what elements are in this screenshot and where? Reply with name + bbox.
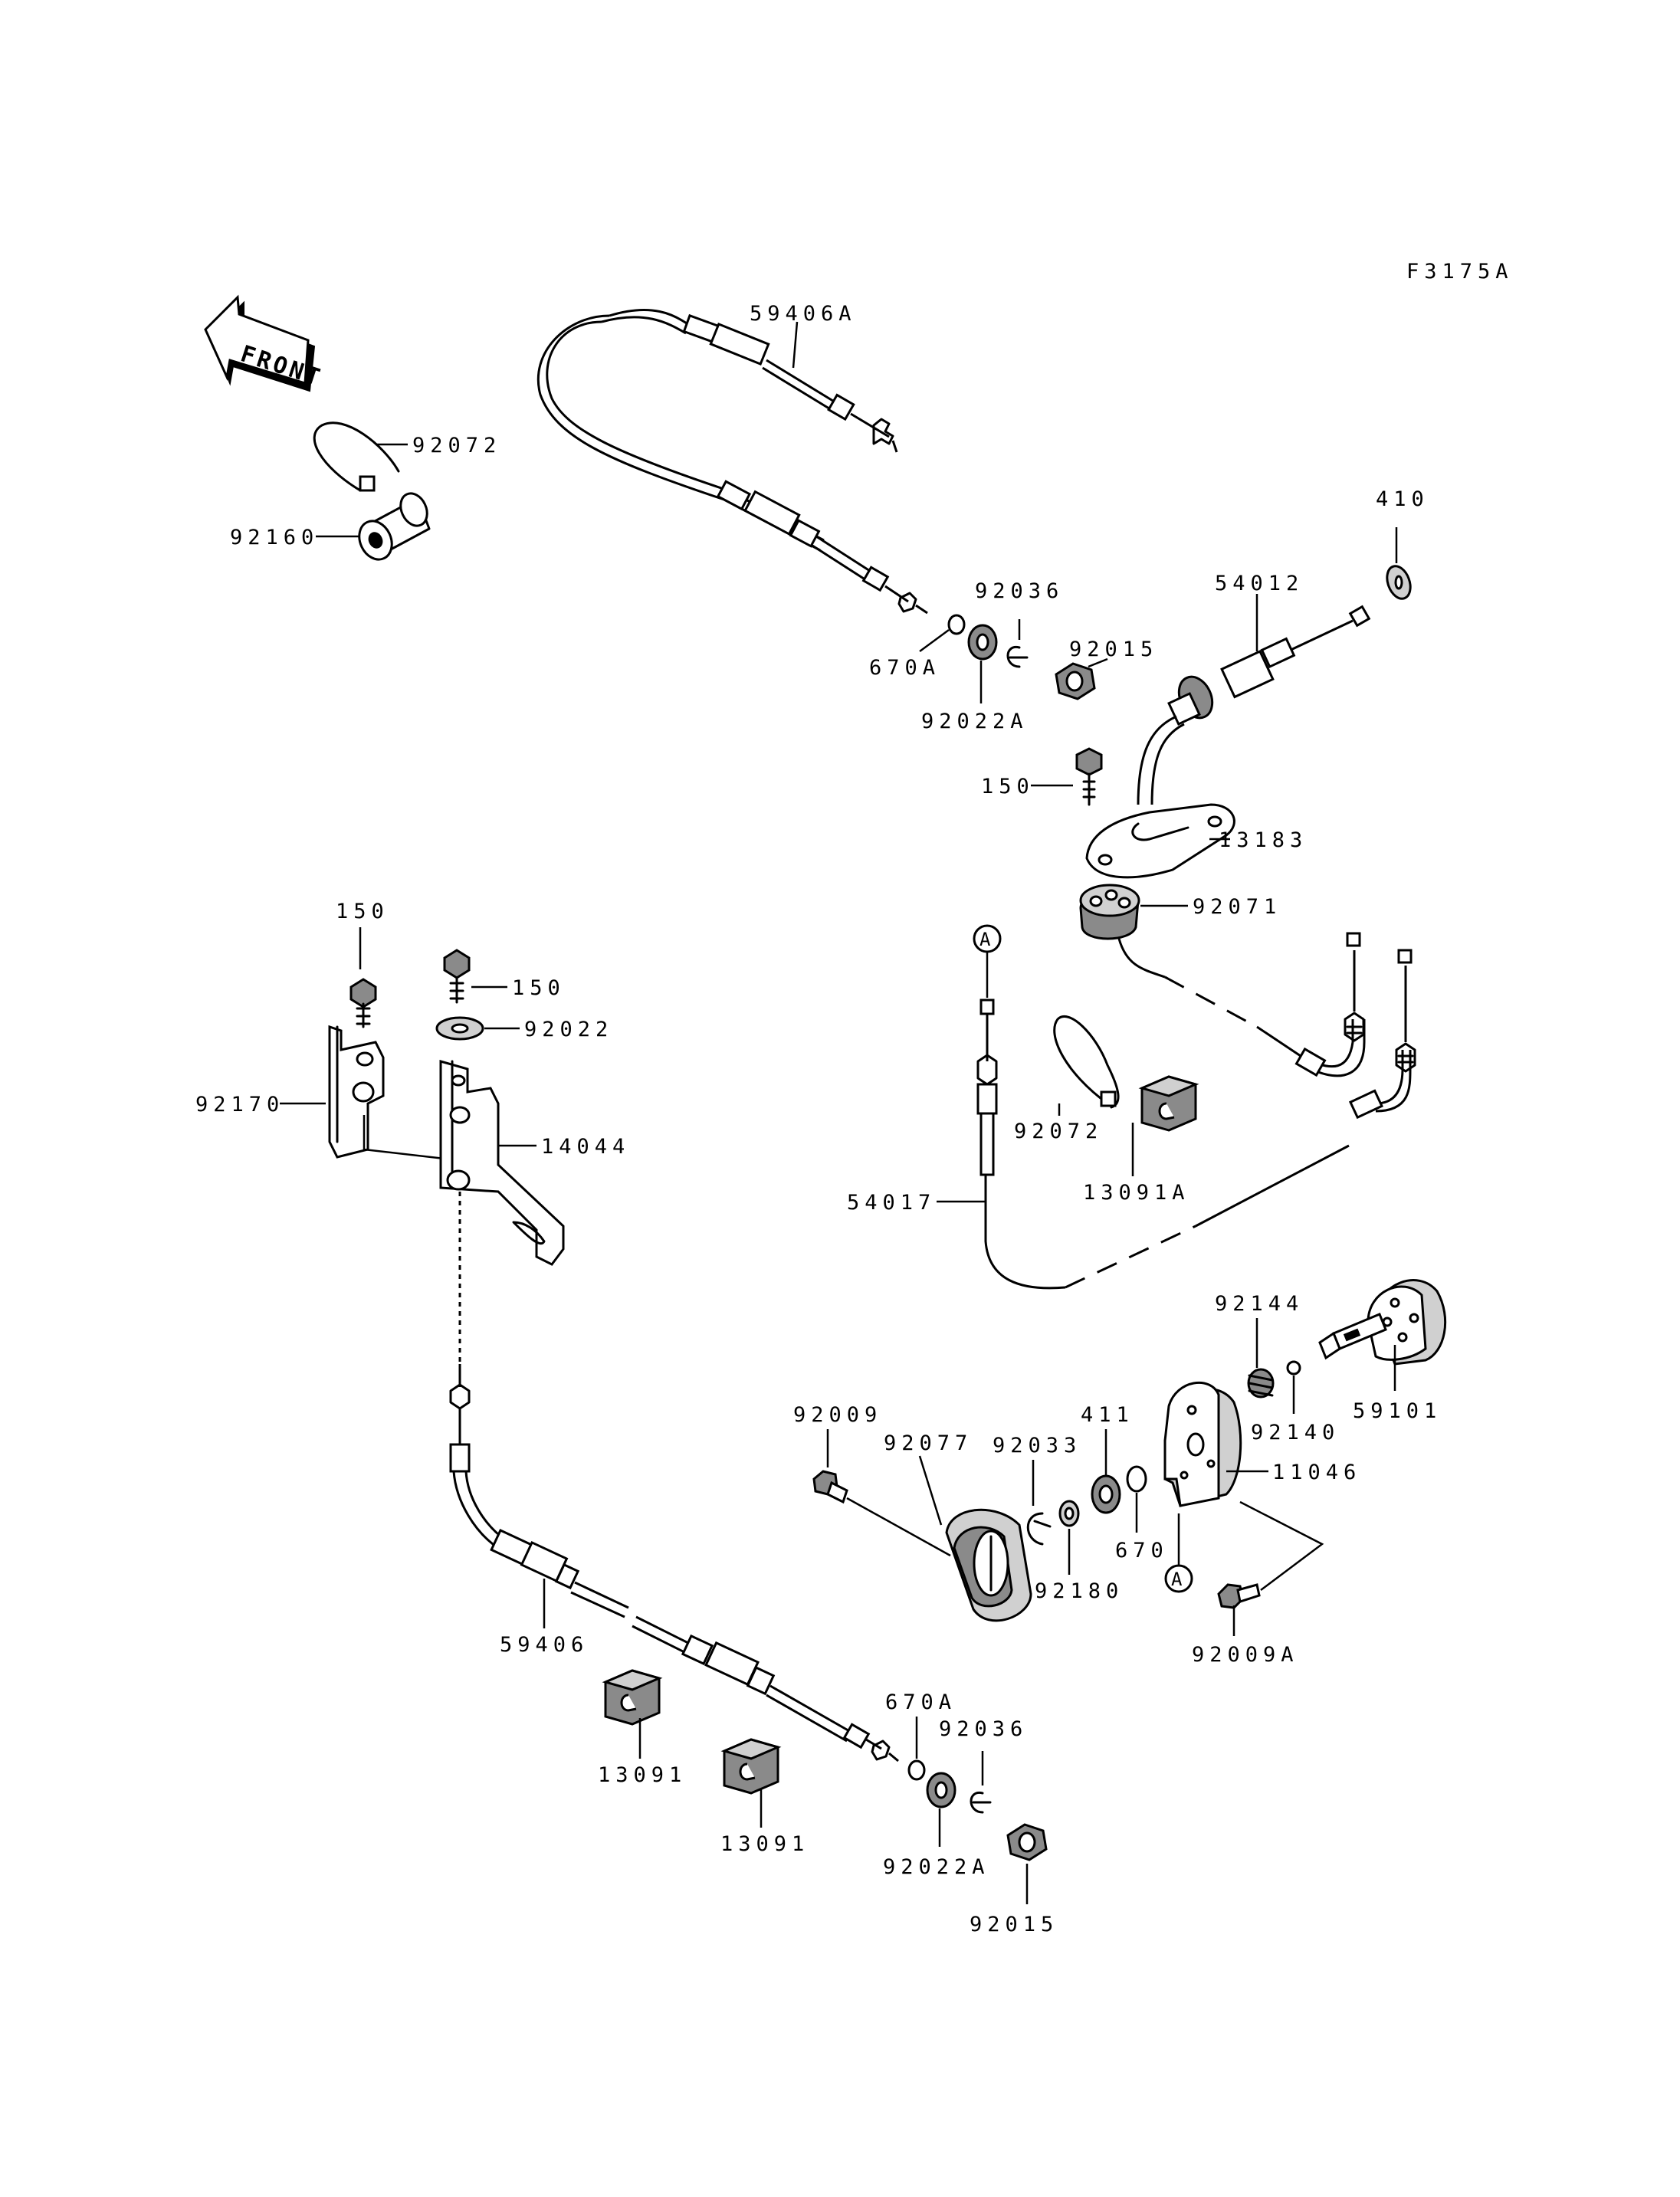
callout-150-upper: 150 xyxy=(981,775,1035,798)
holder-11046 xyxy=(1163,1382,1242,1507)
reference-A-lower-label: A xyxy=(1171,1569,1183,1590)
callout-92072-upper: 92072 xyxy=(412,434,501,457)
bolt-92009 xyxy=(812,1470,848,1504)
band-tie-92072-upper xyxy=(313,421,400,492)
clamp-13091-right xyxy=(720,1738,782,1795)
bolt-150-upper xyxy=(1075,747,1103,806)
knob-92077 xyxy=(945,1508,1032,1622)
callout-92022A-upper: 92022A xyxy=(921,710,1029,733)
throttle-cable-59406 xyxy=(449,1364,899,1763)
cable-54017 xyxy=(976,998,1350,1290)
callout-670: 670 xyxy=(1115,1539,1169,1562)
washer-92180 xyxy=(1058,1500,1080,1527)
callout-92144: 92144 xyxy=(1215,1292,1304,1316)
reference-A-lower: A xyxy=(1164,1564,1193,1593)
ball-92140 xyxy=(1286,1360,1301,1376)
bracket-92170 xyxy=(328,1025,385,1159)
spring-92144 xyxy=(1247,1368,1275,1399)
choke-cable-ends xyxy=(1117,932,1416,1120)
callout-13183: 13183 xyxy=(1219,828,1308,852)
band-tie-92072-lower xyxy=(1053,1015,1120,1109)
grommet-92160 xyxy=(358,492,431,561)
o-ring-670 xyxy=(1126,1465,1147,1493)
callout-59101: 59101 xyxy=(1353,1399,1442,1423)
washer-410 xyxy=(1386,565,1412,600)
screw-92009A xyxy=(1217,1583,1261,1609)
callout-59406A: 59406A xyxy=(750,302,857,326)
callout-54017: 54017 xyxy=(847,1191,936,1215)
bolt-150-mid xyxy=(443,949,471,1004)
washer-92022A-lower xyxy=(926,1772,956,1808)
washer-411 xyxy=(1091,1474,1121,1514)
callout-410: 410 xyxy=(1376,487,1429,511)
callout-92015-upper: 92015 xyxy=(1069,638,1158,661)
clip-92036-upper xyxy=(1006,646,1029,668)
throttle-cable-59406A xyxy=(536,309,928,615)
lever-59101 xyxy=(1318,1279,1447,1366)
callout-92009: 92009 xyxy=(793,1403,882,1427)
callout-59406: 59406 xyxy=(500,1633,589,1657)
figure-code: F3175A xyxy=(1406,260,1514,284)
reference-A-upper: A xyxy=(973,924,1002,953)
washer-92022A-upper xyxy=(967,624,998,661)
callout-150-mid: 150 xyxy=(512,976,566,1000)
callout-92009A: 92009A xyxy=(1192,1643,1299,1667)
callout-13091-right: 13091 xyxy=(720,1832,809,1856)
callout-54012: 54012 xyxy=(1215,572,1304,595)
choke-cable-54012 xyxy=(1137,605,1371,805)
plate-13183 xyxy=(1085,803,1235,879)
grommet-92071 xyxy=(1079,884,1140,940)
callout-13091A: 13091A xyxy=(1083,1181,1190,1205)
clip-92033 xyxy=(1026,1512,1052,1546)
callout-150-left: 150 xyxy=(336,900,389,923)
callout-11046: 11046 xyxy=(1272,1461,1361,1484)
callout-92036-upper: 92036 xyxy=(975,579,1064,603)
reference-A-upper-label: A xyxy=(979,929,991,950)
washer-92022 xyxy=(435,1016,484,1041)
callout-92071: 92071 xyxy=(1193,895,1281,919)
clamp-13091-left xyxy=(602,1669,663,1726)
callout-670A-upper: 670A xyxy=(869,656,940,680)
o-ring-670A-upper xyxy=(947,614,966,635)
callout-92140: 92140 xyxy=(1251,1421,1340,1444)
callout-92015-lower: 92015 xyxy=(970,1913,1058,1936)
callout-411: 411 xyxy=(1081,1403,1134,1427)
bolt-150-left xyxy=(349,978,377,1028)
clip-92036-lower xyxy=(970,1792,992,1814)
nut-92015-upper xyxy=(1055,662,1096,700)
callout-670A-lower: 670A xyxy=(885,1690,956,1714)
callout-92022: 92022 xyxy=(524,1018,613,1041)
callout-92036-lower: 92036 xyxy=(939,1717,1028,1741)
clamp-13091A xyxy=(1138,1075,1199,1132)
callout-13091-left: 13091 xyxy=(598,1763,687,1787)
callout-92077: 92077 xyxy=(884,1431,973,1455)
callout-92072-lower: 92072 xyxy=(1014,1120,1103,1143)
bracket-14044 xyxy=(439,1060,565,1266)
callout-92170: 92170 xyxy=(195,1093,284,1117)
o-ring-670A-lower xyxy=(907,1759,926,1781)
front-arrow: FRONT xyxy=(204,294,326,392)
nut-92015-lower xyxy=(1006,1823,1048,1861)
callout-14044: 14044 xyxy=(541,1135,630,1159)
callout-92022A-lower: 92022A xyxy=(883,1855,990,1879)
callout-92180: 92180 xyxy=(1035,1579,1124,1603)
callout-92160: 92160 xyxy=(230,526,319,549)
callout-92033: 92033 xyxy=(993,1434,1081,1458)
